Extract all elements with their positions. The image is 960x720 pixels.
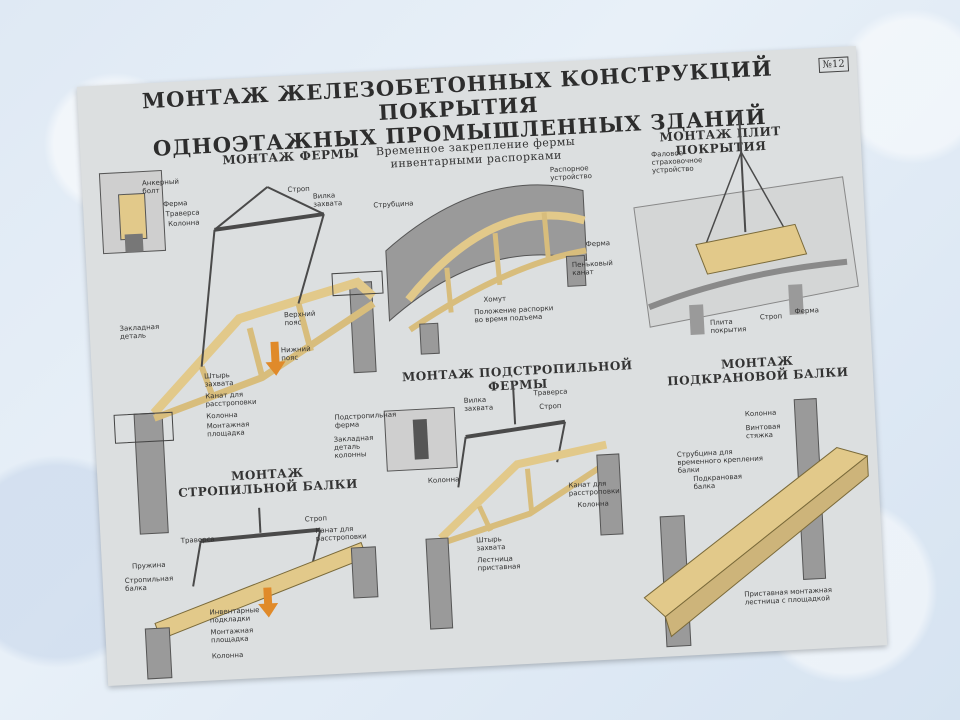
poster-sheet: МОНТАЖ ЖЕЛЕЗОБЕТОННЫХ КОНСТРУКЦИЙ ПОКРЫТ… [76, 46, 888, 686]
temp-fix-illustration [385, 184, 588, 355]
label-mount-platform-2: Монтажная площадка [210, 626, 254, 645]
label-pads: Инвентарные подкладки [209, 605, 260, 625]
slabs-illustration [633, 112, 859, 336]
subtruss-illustration [383, 384, 624, 630]
label-rafter-beam: Стропильная балка [124, 574, 174, 593]
label-sling-4: Строп [304, 514, 328, 524]
truss-illustration [98, 169, 384, 535]
rafter-beam-illustration [144, 507, 379, 680]
label-column-5: Колонна [211, 650, 244, 661]
crane-beam-illustration [643, 398, 869, 648]
label-rope-release-3: Канат для расстроповки [315, 524, 367, 543]
